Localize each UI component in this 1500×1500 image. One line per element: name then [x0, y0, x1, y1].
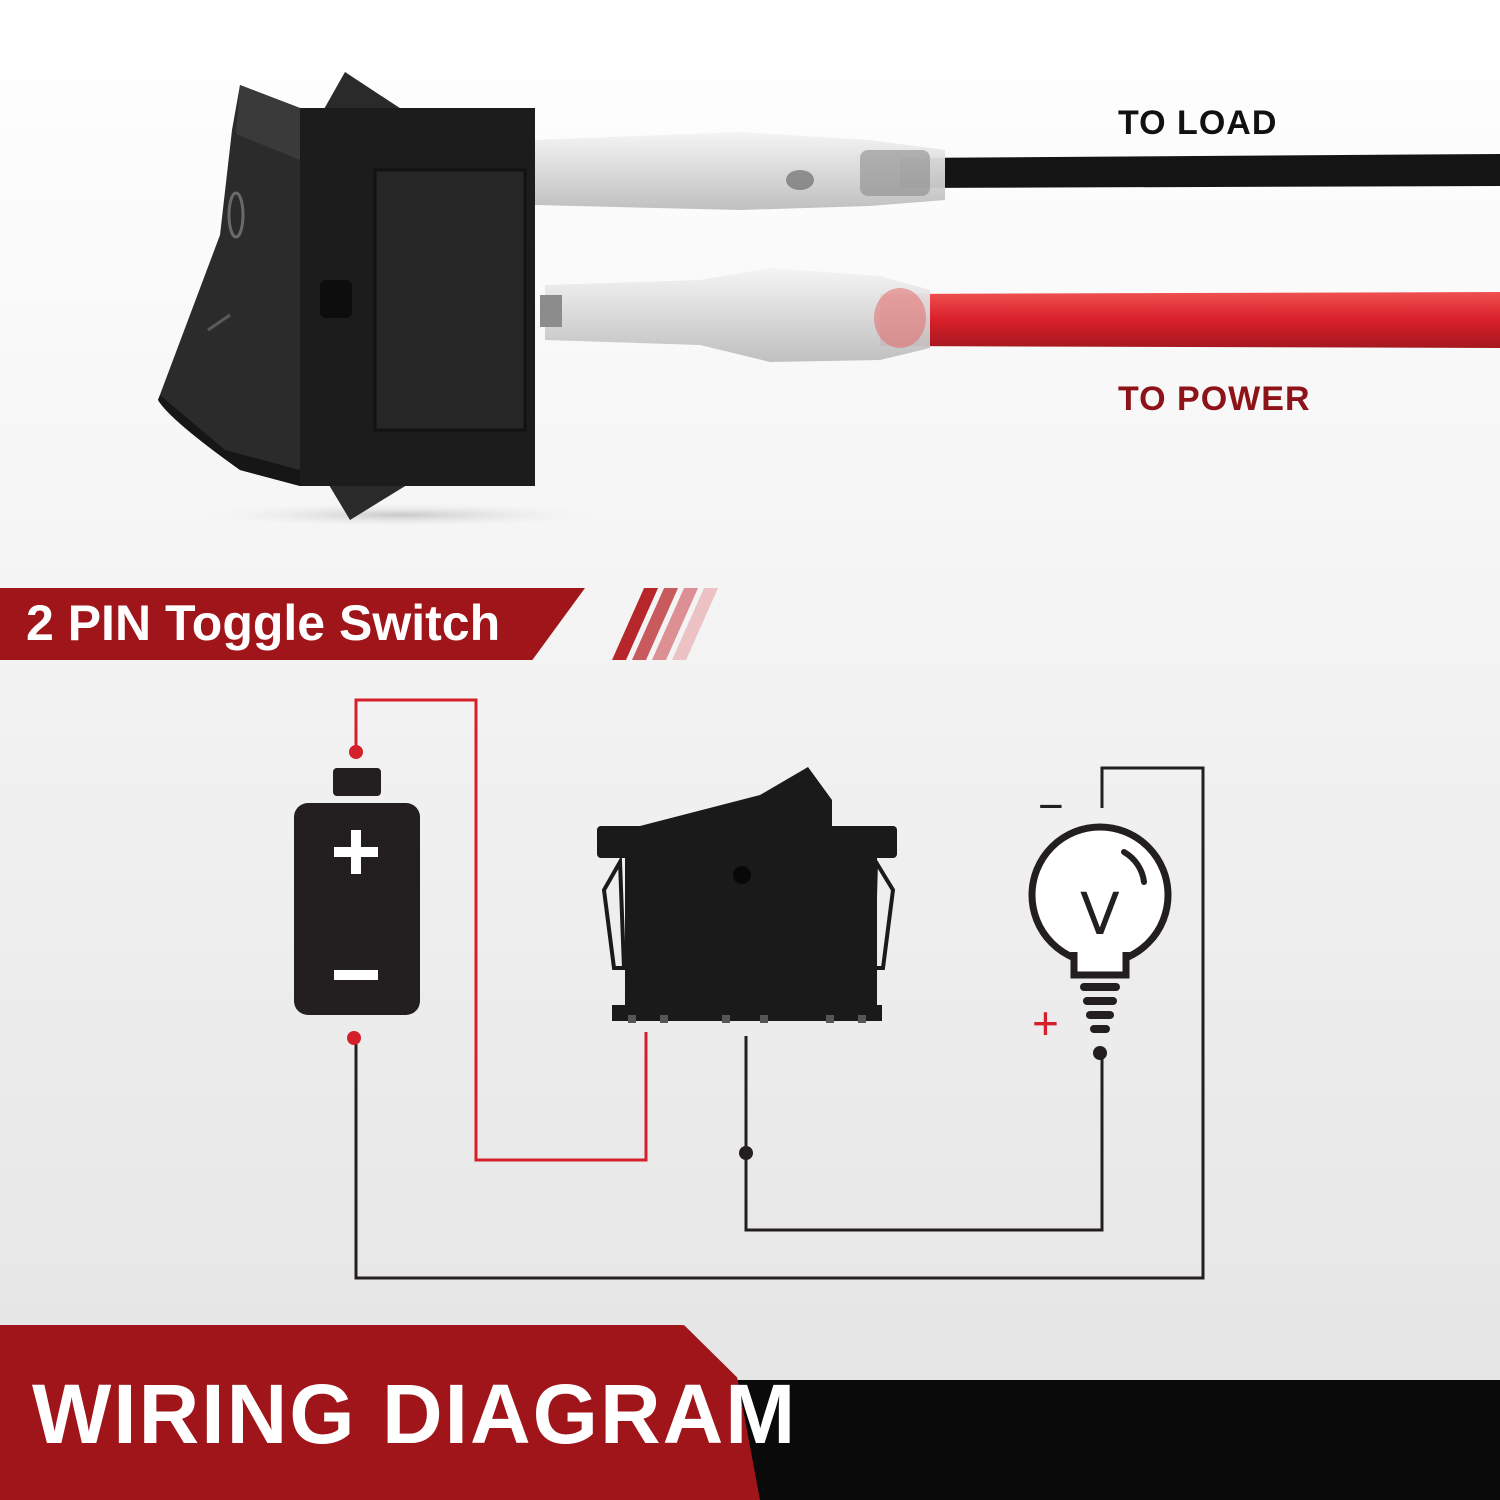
- to-load-label: TO LOAD: [1118, 104, 1278, 142]
- bulb-terminal: [1093, 1046, 1107, 1060]
- positive-wire: [354, 698, 648, 1162]
- upper-terminal: [535, 132, 945, 210]
- bulb-negative-sign: −: [1038, 782, 1064, 831]
- footer-black-bar: [640, 1380, 1500, 1500]
- battery-negative-terminal: [347, 1031, 361, 1045]
- banner-title: 2 PIN Toggle Switch: [26, 595, 501, 651]
- load-wire: [744, 1036, 1104, 1232]
- switch-shadow: [170, 501, 630, 529]
- battery-icon: [294, 768, 420, 1015]
- footer-red-panel: [0, 1325, 760, 1500]
- rocker-switch-icon: [597, 767, 897, 1023]
- light-bulb-icon: [1028, 823, 1172, 1033]
- junction-dot: [739, 1146, 753, 1160]
- rocker-switch-photo: [158, 72, 535, 520]
- bulb-symbol: V: [1080, 880, 1120, 948]
- footer-title: WIRING DIAGRAM: [32, 1367, 798, 1461]
- section-banner: [0, 588, 585, 660]
- black-wire: [900, 154, 1500, 188]
- to-power-label: TO POWER: [1118, 380, 1311, 418]
- red-wire: [880, 292, 1500, 348]
- lower-terminal: [540, 268, 930, 362]
- negative-wire: [354, 766, 1205, 1280]
- bulb-positive-sign: +: [1032, 997, 1059, 1049]
- battery-positive-terminal: [349, 745, 363, 759]
